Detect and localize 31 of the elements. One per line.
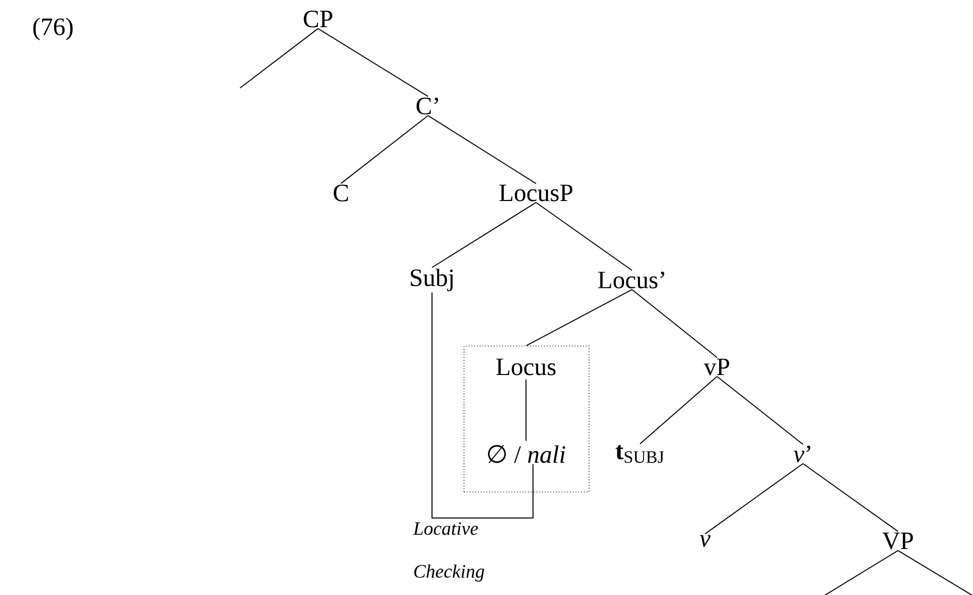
tree-label: t$_{SUBJ}$ <box>616 445 664 463</box>
tree-branch <box>240 28 318 88</box>
example-number: (76) <box>33 18 73 40</box>
dotted-box <box>464 346 590 492</box>
tree-label: VP <box>882 532 913 550</box>
tree-branch <box>318 28 428 97</box>
tree-label: LocusP <box>499 184 572 202</box>
tree-label: C <box>334 184 348 202</box>
tree-branch <box>526 289 632 346</box>
tree-branch <box>428 115 536 184</box>
tree-branch <box>802 463 898 532</box>
tree-label: CP <box>304 10 332 28</box>
tree-label: vP <box>704 358 730 376</box>
tree-branch <box>822 550 898 595</box>
tree-branch <box>716 376 804 445</box>
tree-label: Subj <box>410 268 453 292</box>
tree-branch <box>536 202 632 271</box>
tree-label: Locus <box>496 358 556 376</box>
tree-branch <box>898 550 973 595</box>
tree-branch <box>632 289 718 358</box>
tree-label: C’ <box>416 98 438 114</box>
tree-branch <box>340 115 428 184</box>
tree-branch <box>704 463 804 534</box>
tree-label: Locus’ <box>598 272 664 288</box>
tree-branch <box>432 292 534 518</box>
tree-branch <box>640 376 718 444</box>
tree-label: ∅ / nali <box>488 445 566 463</box>
tree-label: v <box>700 535 711 547</box>
edge-label: Locative Checking <box>412 522 484 582</box>
tree-label: v’ <box>794 446 810 462</box>
tree-branch <box>432 202 536 268</box>
